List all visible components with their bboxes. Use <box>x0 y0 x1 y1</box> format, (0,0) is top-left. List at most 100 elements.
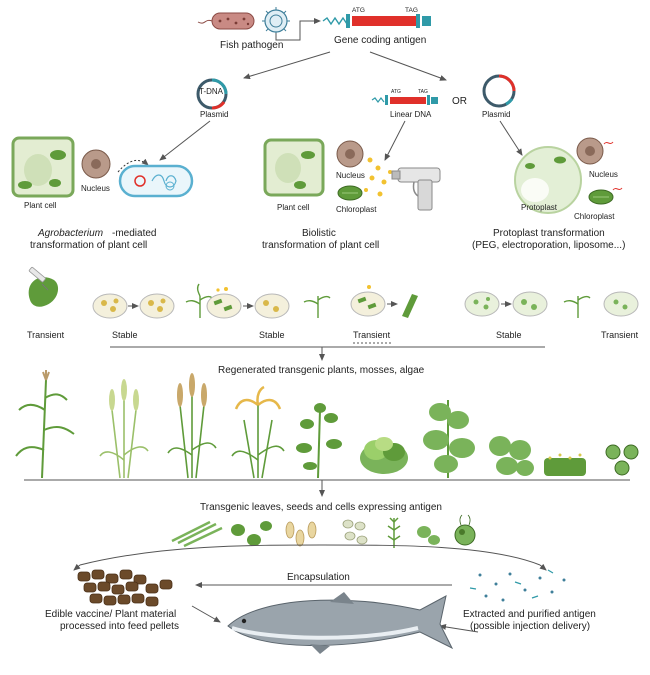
alga-cell-icon <box>454 514 476 546</box>
tdna-label: T-DNA <box>199 87 224 96</box>
protoplast-title-line2: (PEG, electroporation, liposome...) <box>472 240 625 251</box>
biolistic-title-line2: transformation of plant cell <box>262 240 379 251</box>
agro-nucleus-label: Nucleus <box>81 184 110 193</box>
salmon-fish-icon <box>227 592 454 654</box>
stable-3-label: Stable <box>496 330 522 340</box>
soybean-plant-icon <box>296 403 342 479</box>
arrow-to-biolistic <box>384 120 406 161</box>
arrow-to-vectors <box>369 51 447 81</box>
right-plasmid-label: Plasmid <box>482 110 510 119</box>
rice-plant-icon <box>231 385 285 479</box>
protoplast-label: Protoplast <box>521 203 558 212</box>
wheat-plant-icon <box>99 379 149 479</box>
protoplast-nucleus-label: Nucleus <box>589 170 618 179</box>
pathogen-to-gene-arrow <box>275 18 321 41</box>
linear-dna-icon <box>371 95 438 105</box>
petri-dish-icon <box>139 293 175 319</box>
agro-plant-cell-icon <box>11 136 75 198</box>
split-curve <box>79 544 541 566</box>
pellets-to-fish-arrow <box>191 605 221 623</box>
moss-plant-icon <box>489 436 534 476</box>
tdna-plasmid-icon <box>196 78 228 110</box>
stable-1-label: Stable <box>112 330 138 340</box>
linear-atg-label: ATG <box>391 89 401 95</box>
agro-transfer-dashed-arrow <box>117 158 149 173</box>
agro-title-line2: transformation of plant cell <box>30 240 147 251</box>
arrow-to-pellets <box>73 563 81 571</box>
biolistic-title-line1: Biolistic <box>302 228 336 239</box>
seeds-icon <box>285 521 317 547</box>
tobacco-plant-icon <box>423 400 475 478</box>
transient-3-label: Transient <box>601 330 639 340</box>
fish-pathogen-bacterium-icon <box>197 12 255 30</box>
biolistic-nucleus-icon <box>336 140 364 168</box>
atg-label: ATG <box>352 7 365 14</box>
encapsulation-label: Encapsulation <box>287 572 350 583</box>
algae-cells-icon <box>605 444 639 476</box>
agro-nucleus-icon <box>81 149 111 179</box>
barley-plant-icon <box>167 373 217 479</box>
extracted-line1: Extracted and purified antigen <box>463 609 596 620</box>
linear-tag-label: TAG <box>418 89 428 95</box>
petri-dish-icon <box>206 287 242 319</box>
protoplast-chloroplast-label: Chloroplast <box>574 212 615 221</box>
edible-line2: processed into feed pellets <box>60 621 179 632</box>
beans-icon <box>342 519 368 545</box>
protoplast-nucleus-icon <box>576 137 614 165</box>
sprig-icon <box>387 517 401 548</box>
antigen-to-fish-arrow <box>439 623 479 633</box>
biolistic-nucleus-label: Nucleus <box>336 171 365 180</box>
arrow-to-agrobacterium <box>159 120 211 161</box>
agro-plant-cell-label: Plant cell <box>24 201 57 210</box>
moss-clump-icon <box>417 526 440 545</box>
right-plasmid-icon <box>482 74 516 108</box>
biolistic-chloroplast-icon <box>337 185 363 201</box>
seedling-icon <box>303 295 331 318</box>
protoplast-title-line1: Protoplast transformation <box>493 228 605 239</box>
arrow-to-agro-plasmid <box>243 51 331 80</box>
antigen-particles-icon <box>469 569 566 602</box>
petri-dish-icon <box>350 285 386 317</box>
biolistic-plant-cell-label: Plant cell <box>277 203 310 212</box>
gene-coding-antigen-label: Gene coding antigen <box>334 35 426 46</box>
maize-plant-icon <box>15 370 75 479</box>
feed-pellets-icon <box>77 569 173 607</box>
petri-dish-icon <box>254 293 290 319</box>
fish-pathogen-virus-icon <box>262 7 290 35</box>
biolistic-chloroplast-label: Chloroplast <box>336 205 377 214</box>
agrobacterium-icon <box>118 164 194 198</box>
leaf-blades-icon <box>171 520 223 548</box>
syringe-leaf-icon <box>28 266 59 307</box>
arrow-to-protoplast <box>499 120 523 156</box>
gold-particles-icon <box>364 157 392 197</box>
tag-label: TAG <box>405 7 418 14</box>
transgenic-tissues-label: Transgenic leaves, seeds and cells expre… <box>200 502 442 513</box>
fish-pathogen-label: Fish pathogen <box>220 40 283 51</box>
gene-construct <box>322 14 431 28</box>
petri-dish-icon <box>92 293 128 319</box>
petri-dish-icon <box>603 291 639 317</box>
or-label: OR <box>452 96 467 107</box>
agro-title-italic: Agrobacterium <box>37 228 103 239</box>
protoplast-chloroplast-icon <box>588 187 623 205</box>
edible-line1: Edible vaccine/ Plant material <box>45 609 176 620</box>
seedling-icon <box>563 295 591 318</box>
protoplast-icon <box>514 146 582 214</box>
petri-dish-icon <box>512 291 548 317</box>
gene-gun-icon <box>391 167 441 211</box>
leaf-strip-icon <box>402 294 418 318</box>
agro-title-rest: -mediated <box>112 228 156 239</box>
lettuce-plant-icon <box>360 437 408 474</box>
stable-2-label: Stable <box>259 330 285 340</box>
regenerated-label: Regenerated transgenic plants, mosses, a… <box>218 365 425 376</box>
biolistic-plant-cell-icon <box>263 138 325 197</box>
petri-dish-icon <box>464 291 500 317</box>
transient-1-label: Transient <box>27 330 65 340</box>
extracted-line2: (possible injection delivery) <box>470 621 590 632</box>
transient-2-label: Transient <box>353 330 391 340</box>
linear-dna-label: Linear DNA <box>390 110 432 119</box>
moss-carpet-icon <box>544 453 586 476</box>
agro-plasmid-label: Plasmid <box>200 110 228 119</box>
leaves-icon <box>231 521 272 546</box>
